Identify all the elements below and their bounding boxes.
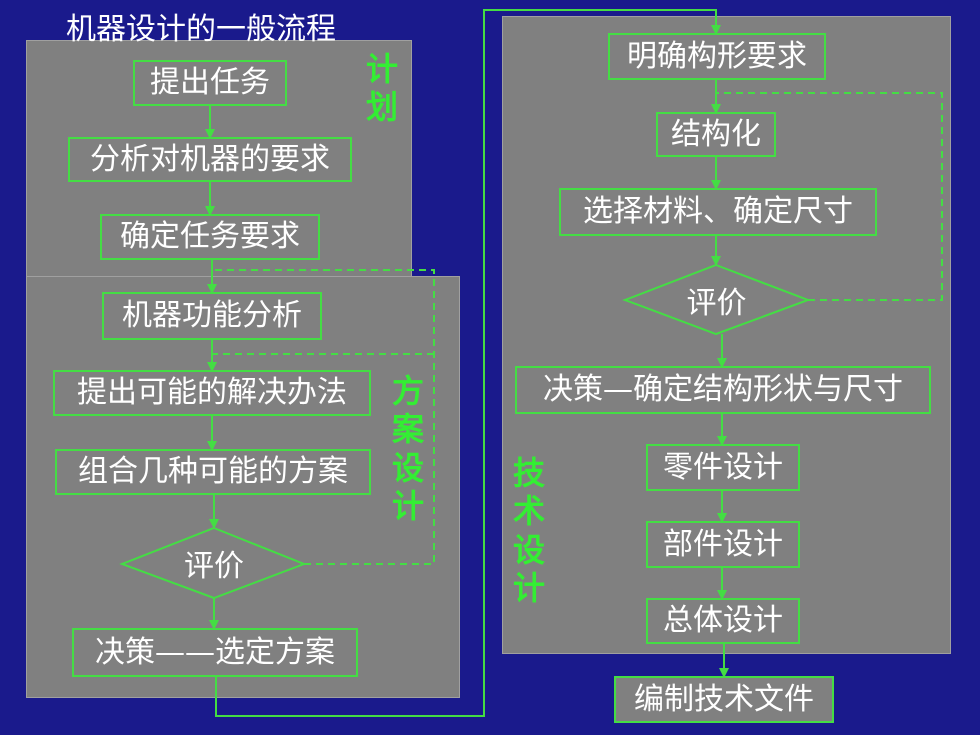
step-combine-schemes: 组合几种可能的方案	[55, 449, 371, 495]
evaluate-label-scheme: 评价	[184, 549, 244, 584]
evaluate-diamond-technical	[622, 263, 811, 336]
label-scheme-char: 方	[392, 372, 425, 410]
step-decision-scheme: 决策——选定方案	[72, 628, 358, 677]
step-structuring: 结构化	[656, 112, 776, 157]
evaluate-diamond-scheme	[119, 526, 307, 600]
arrow-decision-to-technical	[215, 9, 721, 717]
label-planning-char: 计	[366, 50, 399, 88]
step-overall-design: 总体设计	[646, 598, 800, 644]
step-prepare-technical-documents: 编制技术文件	[614, 676, 834, 723]
step-analyze-requirements: 分析对机器的要求	[68, 137, 352, 182]
step-propose-task: 提出任务	[133, 60, 287, 106]
step-part-design: 零件设计	[646, 444, 800, 491]
label-technical-char: 设	[513, 530, 546, 569]
label-scheme-char: 计	[392, 487, 425, 526]
step-define-task-requirements: 确定任务要求	[100, 214, 320, 260]
label-technical-char: 术	[513, 492, 546, 531]
step-decision-structure: 决策—确定结构形状与尺寸	[515, 366, 931, 414]
label-technical-design: 技 术 设 计	[513, 454, 545, 608]
label-planning-char: 划	[366, 88, 399, 127]
step-configuration-requirements: 明确构形要求	[608, 33, 826, 80]
step-propose-solutions: 提出可能的解决办法	[53, 370, 371, 416]
step-select-material-size: 选择材料、确定尺寸	[559, 188, 877, 236]
label-scheme-design: 方 案 设 计	[392, 372, 424, 526]
label-scheme-char: 设	[392, 448, 425, 487]
step-assembly-design: 部件设计	[646, 521, 800, 568]
label-technical-char: 计	[513, 569, 546, 608]
label-technical-char: 技	[513, 454, 546, 492]
step-function-analysis: 机器功能分析	[102, 292, 322, 340]
feedback-loop-scheme-outer	[213, 269, 435, 565]
evaluate-label-technical: 评价	[686, 285, 747, 321]
label-scheme-char: 案	[392, 410, 425, 449]
label-planning: 计 划	[366, 50, 398, 127]
feedback-loop-technical	[717, 92, 943, 301]
page-title: 机器设计的一般流程	[66, 12, 336, 47]
